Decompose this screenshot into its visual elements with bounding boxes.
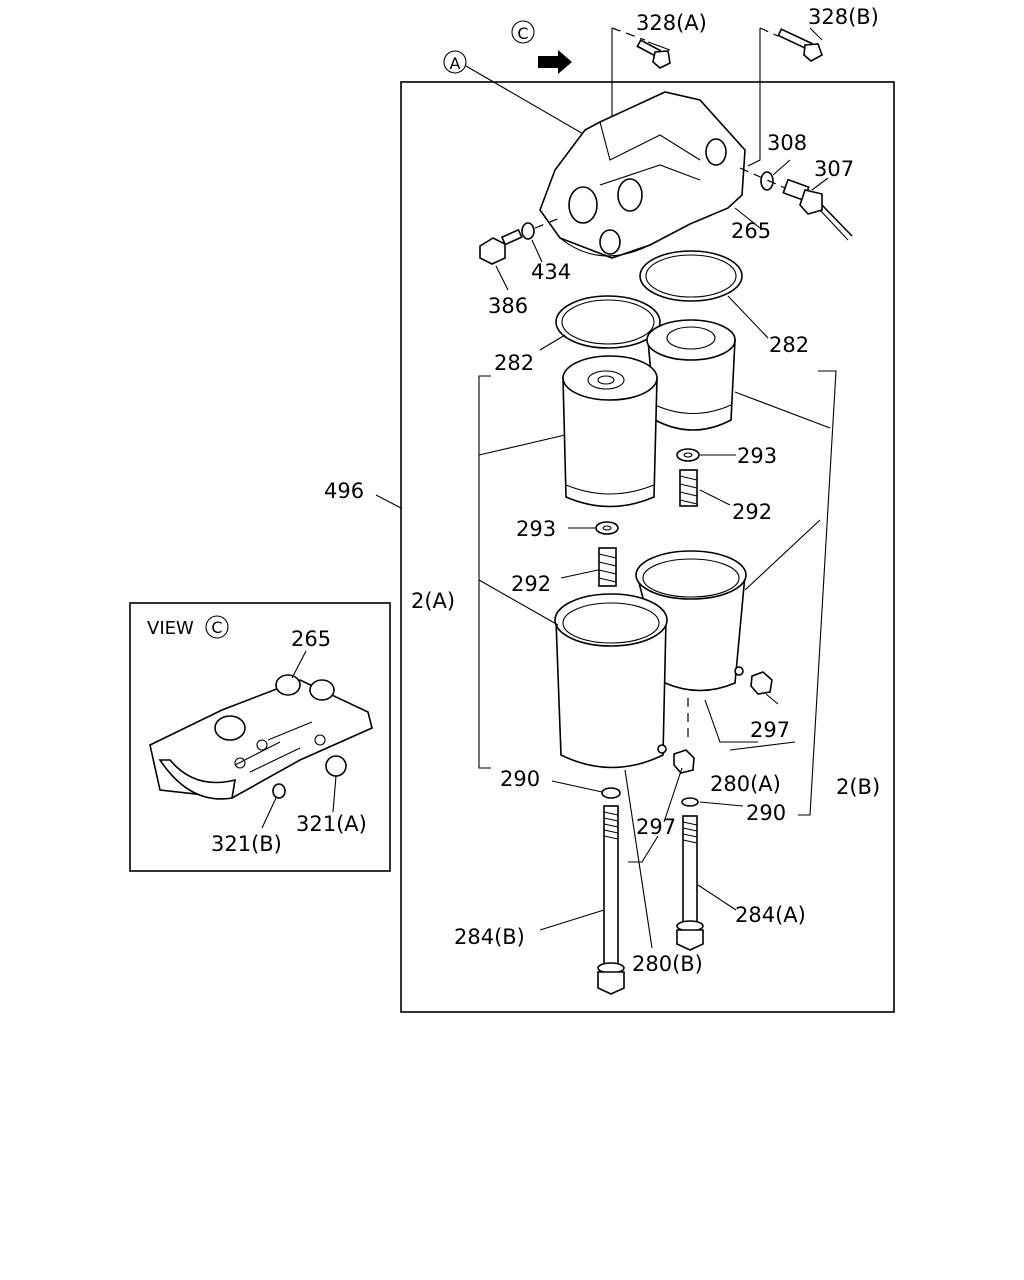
label-2a: 2(A): [411, 589, 455, 613]
label-386: 386: [488, 294, 528, 318]
spring-292-right: [679, 469, 698, 507]
filter-case-280a: [635, 550, 747, 692]
label-290-right: 290: [746, 801, 786, 825]
label-293-right: 293: [737, 444, 777, 468]
assembly-frame: [400, 81, 895, 1013]
label-292-right: 292: [732, 500, 772, 524]
label-282-left: 282: [494, 351, 534, 375]
label-290-left: 290: [500, 767, 540, 791]
label-280a: 280(A): [710, 772, 781, 796]
seal-293-left: [595, 521, 619, 535]
washer-434: [521, 222, 535, 240]
o-ring-321b: [272, 783, 286, 799]
o-ring-282-right: [639, 250, 743, 302]
label-280b: 280(B): [632, 952, 703, 976]
washer-290-left: [601, 787, 621, 799]
inset-label-321b: 321(B): [211, 832, 282, 856]
label-328a: 328(A): [636, 11, 707, 35]
label-284a: 284(A): [735, 903, 806, 927]
label-2b: 2(B): [836, 775, 880, 799]
filter-element-left: [562, 355, 658, 508]
sensor-307: [782, 178, 853, 241]
bolt-328b: [777, 28, 823, 62]
label-293-left: 293: [516, 517, 556, 541]
view-c-marker: C: [511, 20, 535, 44]
washer-290-right: [681, 797, 699, 807]
bolt-284b: [597, 805, 625, 995]
o-ring-321a: [325, 755, 347, 777]
seal-293-right: [676, 448, 700, 462]
inset-label-265: 265: [291, 627, 331, 651]
label-297-right: 297: [750, 718, 790, 742]
section-a-marker: A: [443, 50, 467, 74]
spring-292-left: [598, 547, 617, 587]
label-284b: 284(B): [454, 925, 525, 949]
label-297-bottom: 297: [636, 815, 676, 839]
label-308: 308: [767, 131, 807, 155]
label-265: 265: [731, 219, 771, 243]
filter-head-265: [539, 91, 746, 259]
drain-plug-297-bottom: [673, 749, 695, 774]
inset-view-c: VIEW C 265 321(B) 321(A): [129, 602, 391, 872]
filter-element-right: [646, 319, 736, 431]
view-c-letter: C: [517, 24, 528, 43]
label-282-right: 282: [769, 333, 809, 357]
label-496: 496: [324, 479, 364, 503]
filter-case-280b: [554, 593, 668, 769]
bolt-328a: [636, 39, 671, 69]
section-a-letter: A: [450, 54, 461, 73]
bolt-386: [479, 228, 523, 265]
label-328b: 328(B): [808, 5, 879, 29]
bolt-284a: [676, 815, 704, 951]
drain-plug-297-right: [750, 671, 773, 695]
label-307: 307: [814, 157, 854, 181]
o-ring-282-left: [555, 295, 661, 349]
view-direction-arrow-icon: [538, 50, 572, 74]
inset-label-321a: 321(A): [296, 812, 367, 836]
inset-marker: C: [211, 618, 222, 637]
washer-308: [760, 171, 774, 191]
inset-title: VIEW: [147, 618, 194, 639]
label-292-left: 292: [511, 572, 551, 596]
label-434: 434: [531, 260, 571, 284]
